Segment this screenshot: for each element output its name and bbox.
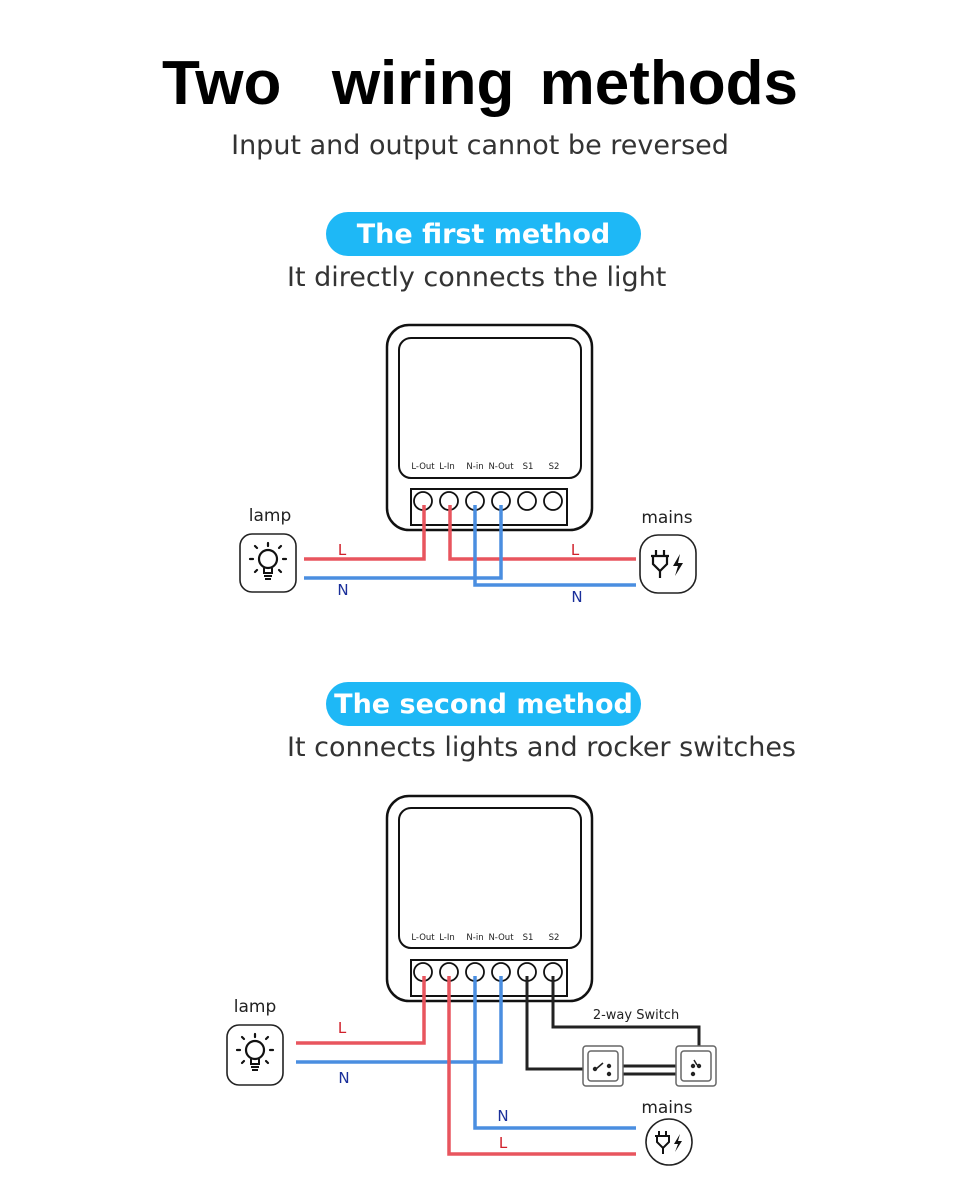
neutral-wire-mains (473, 505, 636, 587)
terminal-label: N-Out (488, 933, 514, 943)
lamp-label: lamp (249, 506, 292, 526)
terminal-screws (413, 491, 563, 511)
terminal-label: S1 (523, 933, 534, 943)
page-subtitle: Input and output cannot be reversed (231, 130, 729, 161)
smart-switch-module (385, 323, 594, 532)
terminal-label: L-In (439, 462, 455, 472)
mains-plug-icon (645, 1118, 693, 1166)
rocker-switch-icon (675, 1045, 717, 1087)
terminal-label: S2 (549, 933, 560, 943)
lamp-icon (239, 533, 297, 593)
wire-label-neutral: N (338, 1069, 349, 1087)
live-wire-mains (447, 976, 636, 1156)
lamp-icon (226, 1024, 284, 1086)
terminal-label: S1 (523, 462, 534, 472)
terminal-label: L-Out (411, 462, 435, 472)
neutral-wire-lamp (304, 505, 503, 580)
wire-label-live: L (338, 541, 347, 559)
page-title: Two wiring methods (162, 49, 798, 118)
switch-label: 2-way Switch (593, 1008, 679, 1023)
wire-label-neutral: N (337, 581, 348, 599)
terminal-label: N-Out (488, 462, 514, 472)
terminal-screw (543, 491, 563, 511)
terminal-label: N-in (466, 462, 483, 472)
wire-label-live: L (338, 1019, 347, 1037)
method-1-description: It directly connects the light (287, 262, 667, 293)
terminal-label: L-Out (411, 933, 435, 943)
terminal-label: L-In (439, 933, 455, 943)
live-wire-mains (448, 505, 636, 561)
smart-switch-module (385, 794, 594, 1003)
terminal-label: S2 (549, 462, 560, 472)
method-1-badge: The first method (326, 212, 641, 256)
mains-label: mains (641, 1098, 692, 1118)
terminal-labels: L-Out L-In N-in N-Out S1 S2 (411, 933, 559, 943)
terminal-screw (517, 491, 537, 511)
wire-label-live: L (571, 541, 580, 559)
neutral-wire-lamp (296, 976, 503, 1064)
terminal-screws (413, 962, 563, 982)
live-wire-lamp (304, 505, 426, 561)
neutral-wire-mains (473, 976, 636, 1130)
switch-wire-s1 (525, 976, 595, 1071)
method-1-diagram: L-Out L-In N-in N-Out S1 S2 L N L N lamp (239, 323, 697, 606)
rocker-switch-icon (582, 1045, 624, 1087)
mains-plug-icon (639, 534, 697, 594)
wire-label-neutral: N (497, 1107, 508, 1125)
terminal-labels: L-Out L-In N-in N-Out S1 S2 (411, 462, 559, 472)
wire-label-neutral: N (571, 588, 582, 606)
live-wire-lamp (296, 976, 426, 1045)
method-2-description: It connects lights and rocker switches (287, 732, 796, 763)
lamp-label: lamp (234, 997, 277, 1017)
terminal-label: N-in (466, 933, 483, 943)
method-2-badge: The second method (326, 682, 641, 726)
mains-label: mains (641, 508, 692, 528)
method-2-diagram: L-Out L-In N-in N-Out S1 S2 2-way Switch (226, 794, 717, 1166)
wire-label-live: L (499, 1134, 508, 1152)
